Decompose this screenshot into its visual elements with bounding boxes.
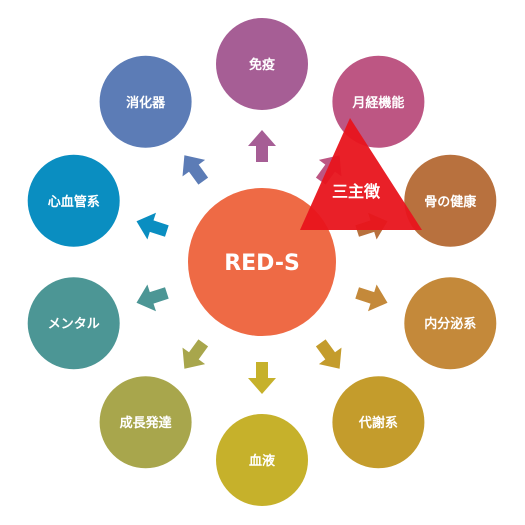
node-8: 心血管系 <box>27 154 120 247</box>
node-0: 免疫 <box>216 18 308 110</box>
arrow-6 <box>182 339 209 369</box>
node-label: 免疫 <box>249 57 275 73</box>
arrow-0 <box>248 130 276 162</box>
node-label: 骨の健康 <box>424 194 477 210</box>
node-1: 月経機能 <box>332 55 425 148</box>
center-node: RED-S <box>188 188 336 336</box>
node-circle <box>332 376 425 469</box>
node-5: 血液 <box>216 414 308 506</box>
node-6: 成長発達 <box>99 376 192 469</box>
node-4: 代謝系 <box>332 376 425 469</box>
arrow-8 <box>136 212 169 240</box>
arrow-9 <box>182 155 209 185</box>
node-circle <box>27 154 120 247</box>
node-circle <box>99 55 192 148</box>
node-label: 心血管系 <box>48 194 100 210</box>
arrow-4 <box>315 339 342 369</box>
node-circle <box>404 154 497 247</box>
node-label: メンタル <box>48 317 100 332</box>
arrow-3 <box>355 284 388 312</box>
arrow-7 <box>136 284 169 312</box>
node-3: 内分泌系 <box>404 277 497 370</box>
triad-marker: 三主徴 <box>300 118 422 230</box>
node-label: 血液 <box>249 453 275 469</box>
node-circle <box>332 55 425 148</box>
node-label: 月経機能 <box>351 95 404 111</box>
node-9: 消化器 <box>99 55 192 148</box>
node-circle <box>27 277 120 370</box>
node-circle <box>404 277 497 370</box>
center-label: RED-S <box>224 251 300 276</box>
node-label: 内分泌系 <box>424 316 476 332</box>
node-label: 代謝系 <box>358 415 398 431</box>
node-circle <box>216 18 308 110</box>
triad-label: 三主徴 <box>332 182 381 201</box>
triad-triangle <box>300 118 422 230</box>
node-7: メンタル <box>27 277 120 370</box>
node-label: 消化器 <box>126 95 166 111</box>
node-label: 成長発達 <box>120 415 172 431</box>
node-2: 骨の健康 <box>404 154 497 247</box>
node-circle <box>99 376 192 469</box>
center-circle <box>188 188 336 336</box>
arrow-5 <box>248 362 276 394</box>
node-circle <box>216 414 308 506</box>
